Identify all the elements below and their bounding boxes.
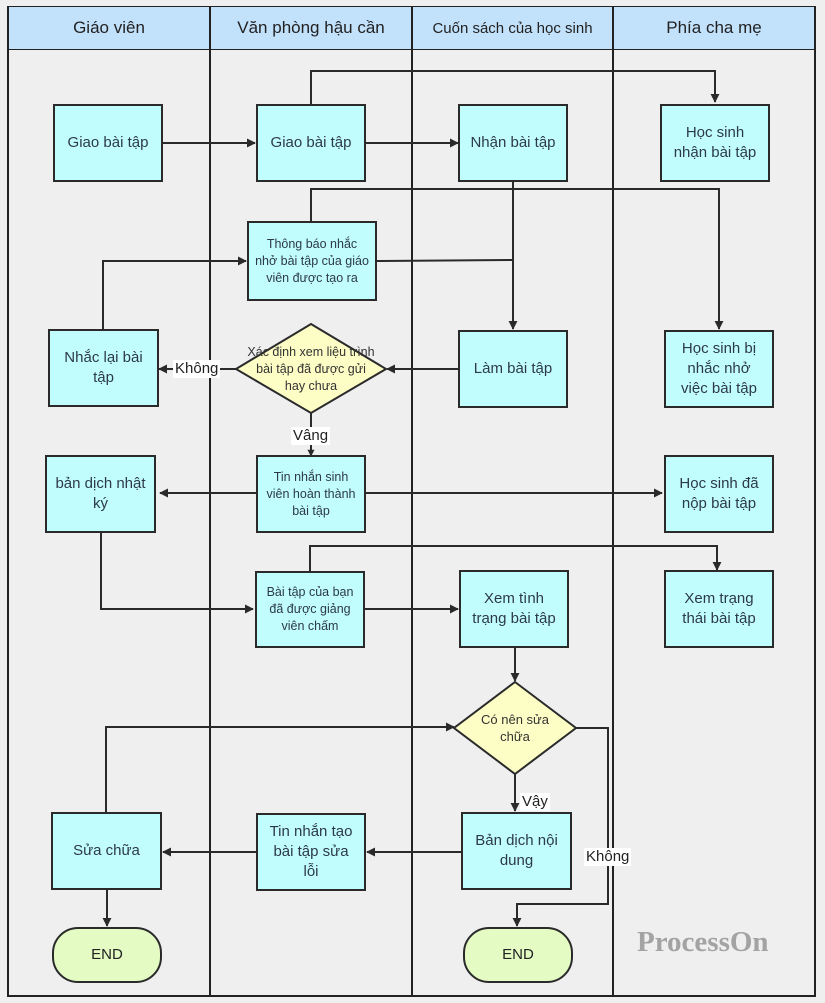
node-student-do[interactable]: Làm bài tập xyxy=(458,330,568,408)
processon-watermark: ProcessOn xyxy=(637,926,769,958)
edge-reminder-to-student xyxy=(376,259,514,262)
node-parent-reminded[interactable]: Học sinh bị nhắc nhở việc bài tập xyxy=(664,330,774,408)
node-teacher-fix[interactable]: Sửa chữa xyxy=(51,812,162,890)
decision-fix-label: Có nên sửa chữa xyxy=(481,712,549,744)
node-student-receive[interactable]: Nhận bài tập xyxy=(458,104,568,182)
decision-check-label: Xác định xem liệu trình bài tập đã được … xyxy=(247,344,375,393)
node-graded-msg[interactable]: Bài tập của bạn đã được giảng viên chấm xyxy=(255,571,365,648)
lane-header-office: Văn phòng hậu cần xyxy=(211,7,411,49)
edge-remind-to-reminder xyxy=(102,256,247,329)
edge-log-to-graded xyxy=(100,532,254,614)
node-end-teacher[interactable]: END xyxy=(52,927,162,983)
node-complete-msg[interactable]: Tin nhắn sinh viên hoàn thành bài tập xyxy=(256,455,366,533)
node-parent-received[interactable]: Học sinh nhận bài tập xyxy=(660,104,770,182)
edge-graded-to-parent xyxy=(309,545,722,571)
node-parent-submitted[interactable]: Học sinh đã nộp bài tập xyxy=(664,455,774,533)
edge-label-yes-1: Vâng xyxy=(291,427,331,445)
edge-to-parent-reminded xyxy=(513,188,724,330)
node-teacher-assign[interactable]: Giao bài tập xyxy=(53,104,163,182)
node-office-assign[interactable]: Giao bài tập xyxy=(256,104,366,182)
node-teacher-remind[interactable]: Nhắc lại bài tập xyxy=(48,329,159,407)
edge-label-no-1: Không xyxy=(173,360,221,378)
edge-office-to-parent xyxy=(310,70,720,104)
node-parent-view[interactable]: Xem trạng thái bài tập xyxy=(664,570,774,648)
decision-should-fix[interactable] xyxy=(452,680,578,776)
node-content-translation[interactable]: Bản dịch nội dung xyxy=(461,812,572,890)
edge-decision-no xyxy=(512,727,609,927)
node-end-student[interactable]: END xyxy=(463,927,573,983)
lane-header-student: Cuốn sách của học sinh xyxy=(413,7,612,49)
node-student-view[interactable]: Xem tình trạng bài tập xyxy=(459,570,569,648)
edge-reminder-top xyxy=(310,188,513,221)
edge-label-no-2: Không xyxy=(584,848,632,866)
lane-header-teacher: Giáo viên xyxy=(9,7,209,49)
edge-label-yes-2: Vậy xyxy=(520,793,550,811)
node-reminder-created[interactable]: Thông báo nhắc nhở bài tập của giáo viên… xyxy=(247,221,377,301)
edge-fix-to-decision xyxy=(105,722,455,812)
lane-header-parent: Phía cha mẹ xyxy=(614,7,814,49)
decision-check-submitted[interactable] xyxy=(234,322,388,415)
node-fix-msg[interactable]: Tin nhắn tạo bài tập sửa lỗi xyxy=(256,813,366,891)
node-teacher-log[interactable]: bản dịch nhật ký xyxy=(45,455,156,533)
